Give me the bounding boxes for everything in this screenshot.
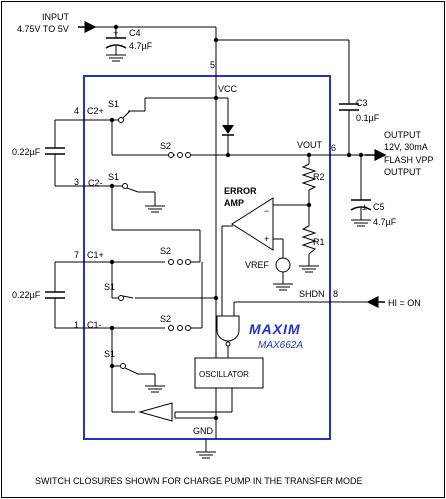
switches xyxy=(118,110,191,375)
nand-bubble xyxy=(225,341,231,347)
resistor-r2 xyxy=(301,163,317,191)
c1p-label: C1+ xyxy=(87,250,104,260)
s1-label-c: S1 xyxy=(104,282,115,292)
hi-on-label: HI = ON xyxy=(388,298,421,308)
inverter-buffer xyxy=(138,402,173,422)
s2-label-a: S2 xyxy=(160,141,171,151)
c1m-label: C1- xyxy=(87,320,102,330)
s2-label-b: S2 xyxy=(160,246,171,256)
pin-8: 8 xyxy=(333,289,338,299)
pin-3: 3 xyxy=(74,177,79,187)
pin-7: 7 xyxy=(74,250,79,260)
shdn-label: SHDN xyxy=(299,289,325,299)
junction-dots xyxy=(109,24,364,421)
amp-minus: − xyxy=(264,206,269,216)
s1-label-b: S1 xyxy=(108,172,119,182)
input-label-1: INPUT xyxy=(42,12,70,22)
error-amp xyxy=(231,197,274,251)
r2-label: R2 xyxy=(313,172,325,182)
c2m-label: C2- xyxy=(88,178,103,188)
c2p-label: C2+ xyxy=(87,106,104,116)
c3-name: C3 xyxy=(356,98,368,108)
c4-plus: + xyxy=(113,28,118,38)
part-number: MAX662A xyxy=(258,340,303,351)
vref-source xyxy=(275,257,291,273)
c3-value: 0.1µF xyxy=(356,113,380,123)
maxim-logo: MAXIM xyxy=(249,321,301,337)
c4-value: 4.7µF xyxy=(129,41,153,51)
s2-label-c: S2 xyxy=(160,314,171,324)
capacitor-c3 xyxy=(339,103,359,111)
oscillator-block xyxy=(194,357,264,389)
ic-boundary xyxy=(83,75,331,440)
input-label-2: 4.75V TO 5V xyxy=(17,24,69,34)
footer-caption: SWITCH CLOSURES SHOWN FOR CHARGE PUMP IN… xyxy=(35,476,363,486)
cap-top-value: 0.22µF xyxy=(12,147,41,157)
c4-name: C4 xyxy=(129,28,141,38)
diode xyxy=(222,125,234,136)
error-amp-line-2: AMP xyxy=(224,198,244,208)
c5-value: 4.7µF xyxy=(373,217,397,227)
error-amp-line-1: ERROR xyxy=(224,186,257,196)
nand-gate xyxy=(216,315,240,342)
pin-4: 4 xyxy=(74,106,79,116)
gnd-label: GND xyxy=(193,426,214,436)
vout-label: VOUT xyxy=(297,140,323,150)
pin-1: 1 xyxy=(74,320,79,330)
r1-label: R1 xyxy=(313,237,325,247)
s1-label-a: S1 xyxy=(108,99,119,109)
pin-5: 5 xyxy=(210,60,215,70)
resistor-r1 xyxy=(301,225,317,255)
oscillator-label: OSCILLATOR xyxy=(199,370,249,379)
pin-6: 6 xyxy=(331,143,336,153)
output-label-1: OUTPUT xyxy=(384,130,422,140)
amp-plus: + xyxy=(264,234,269,244)
output-label-3: FLASH VPP xyxy=(384,155,434,165)
s1-label-d: S1 xyxy=(104,349,115,359)
vcc-label: VCC xyxy=(218,84,238,94)
vref-label: VREF xyxy=(245,260,270,270)
output-label-4: OUTPUT xyxy=(384,167,422,177)
capacitor-c1 xyxy=(45,291,65,299)
cap-bottom-value: 0.22µF xyxy=(12,290,41,300)
output-label-2: 12V, 30mA xyxy=(384,142,428,152)
capacitor-c4 xyxy=(105,37,127,49)
capacitor-c2 xyxy=(45,147,65,155)
ground-symbols xyxy=(106,54,371,459)
capacitor-c5 xyxy=(350,199,372,211)
c5-plus: ± xyxy=(362,202,367,212)
c5-name: C5 xyxy=(373,202,385,212)
